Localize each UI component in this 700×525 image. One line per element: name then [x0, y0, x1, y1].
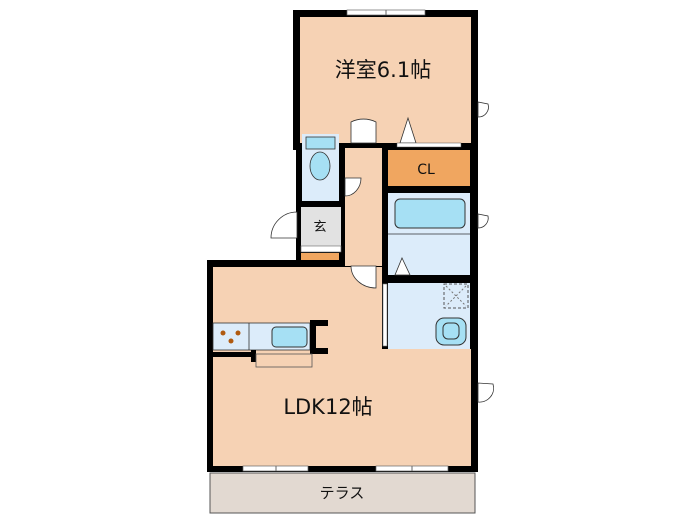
windows-ldk — [242, 465, 449, 472]
stove-burner-icon — [220, 330, 226, 336]
bathtub-icon — [394, 198, 466, 229]
ldk-door-icon[interactable] — [350, 265, 377, 289]
window-ldk-icon[interactable] — [477, 382, 494, 403]
window-bedroom-icon[interactable] — [477, 101, 489, 118]
hallway — [345, 148, 382, 266]
bedroom: 洋室6.1帖 — [300, 17, 471, 143]
entrance-label: 玄 — [313, 220, 326, 235]
toilet-door-icon[interactable] — [344, 177, 362, 197]
bedroom-door-icon[interactable] — [350, 118, 377, 144]
terrace-label: テラス — [320, 484, 365, 502]
washing-machine-space-icon — [443, 283, 469, 309]
washroom — [382, 283, 470, 349]
window-bath-icon[interactable] — [477, 213, 489, 229]
toilet-tank-icon — [305, 136, 336, 150]
terrace: テラス — [209, 472, 476, 514]
bath-door-icon[interactable] — [394, 257, 411, 276]
doors — [344, 101, 494, 403]
entrance-door-icon[interactable] — [270, 211, 298, 239]
stove-burner-icon — [228, 338, 234, 344]
stove-burner-icon — [235, 330, 241, 336]
entrance: 玄 — [300, 207, 342, 260]
closet: CL — [388, 150, 470, 186]
window-top — [346, 9, 426, 16]
sink-icon — [271, 326, 308, 348]
toilet-room — [302, 134, 339, 201]
closet-label: CL — [417, 162, 435, 178]
sliding-door[interactable] — [382, 283, 388, 347]
kitchen-counter — [212, 320, 328, 368]
bedroom-label: 洋室6.1帖 — [335, 58, 431, 82]
ldk-label: LDK12帖 — [283, 395, 372, 419]
toilet-icon — [309, 151, 331, 181]
bathroom — [388, 193, 470, 275]
